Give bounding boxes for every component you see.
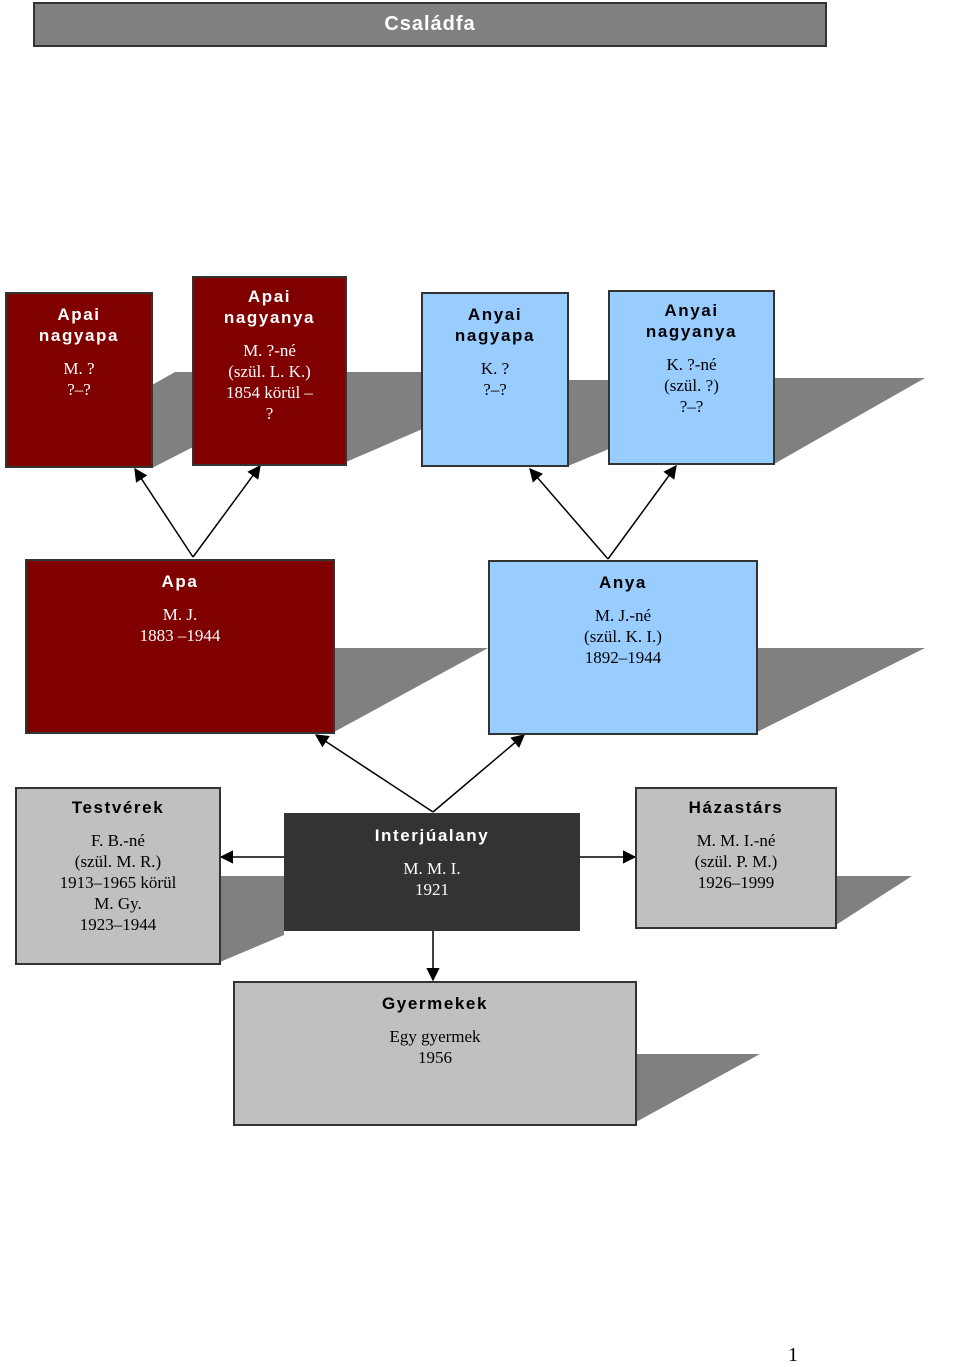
spouse-dates: 1926–1999	[697, 873, 775, 892]
father-label: Apa	[161, 572, 199, 591]
maternal-grandmother-maiden: (szül. ?)	[664, 376, 719, 395]
children-box: Gyermekek Egy gyermek 1956	[233, 981, 637, 1126]
shadow-maternal-grandmother	[774, 378, 925, 464]
maternal-grandfather-dates: ?–?	[483, 380, 507, 399]
shadow-mother	[757, 648, 925, 732]
maternal-grandmother-dates: ?–?	[679, 397, 704, 416]
father-box: Apa M. J. 1883 –1944	[25, 559, 335, 734]
father-name: M. J.	[162, 605, 198, 624]
connector-father-paternal-grandfather	[134, 467, 194, 558]
maternal-grandmother-name: K. ?-né	[666, 355, 717, 374]
father-dates: 1883 –1944	[139, 626, 221, 645]
children-info: Egy gyermek 1956	[235, 1026, 635, 1068]
children-birth-year: 1956	[418, 1048, 452, 1067]
paternal-grandmother-label-1: Apai	[247, 287, 292, 306]
interviewee-name: M. M. I.	[403, 859, 461, 878]
spouse-box: Házastárs M. M. I.-né (szül. P. M.) 1926…	[635, 787, 837, 929]
shadow-children	[636, 1054, 760, 1122]
paternal-grandfather-box: Apai nagyapa M. ? ?–?	[5, 292, 153, 468]
maternal-grandmother-label-2: nagyanya	[645, 322, 738, 341]
sibling-1-maiden: (szül. M. R.)	[74, 852, 162, 871]
paternal-grandmother-maiden: (szül. L. K.)	[228, 362, 311, 381]
shadow-siblings	[220, 876, 284, 962]
paternal-grandfather-label-2: nagyapa	[38, 326, 120, 345]
siblings-label: Testvérek	[71, 798, 165, 817]
mother-info: M. J.-né (szül. K. I.) 1892–1944	[490, 605, 756, 668]
siblings-info: F. B.-né (szül. M. R.) 1913–1965 körül M…	[17, 830, 219, 935]
paternal-grandmother-label-2: nagyanya	[223, 308, 316, 327]
sibling-1-name: F. B.-né	[91, 831, 145, 850]
sibling-2-name: M. Gy.	[94, 894, 142, 913]
maternal-grandfather-name: K. ?	[480, 359, 510, 378]
paternal-grandfather-label-1: Apai	[57, 305, 101, 324]
spouse-maiden: (szül. P. M.)	[694, 852, 778, 871]
maternal-grandmother-label-1: Anyai	[664, 301, 719, 320]
interviewee-birth-year: 1921	[415, 880, 449, 899]
spouse-info: M. M. I.-né (szül. P. M.) 1926–1999	[637, 830, 835, 893]
paternal-grandmother-box: Apai nagyanya M. ?-né (szül. L. K.) 1854…	[192, 276, 347, 466]
paternal-grandfather-name: M. ?	[63, 359, 95, 378]
connector-mother-maternal-grandfather	[529, 467, 609, 560]
sibling-2-dates: 1923–1944	[79, 915, 157, 934]
children-label: Gyermekek	[381, 994, 489, 1013]
spouse-name: M. M. I.-né	[696, 831, 776, 850]
interviewee-box: Interjúalany M. M. I. 1921	[284, 813, 580, 931]
paternal-grandmother-died: ?	[265, 404, 274, 423]
paternal-grandmother-info: M. ?-né (szül. L. K.) 1854 körül – ?	[194, 340, 345, 424]
interviewee-label: Interjúalany	[374, 826, 490, 845]
connector-interviewee-father	[314, 734, 434, 813]
mother-dates: 1892–1944	[584, 648, 662, 667]
paternal-grandfather-info: M. ? ?–?	[7, 358, 151, 400]
connector-interviewee-mother	[432, 734, 526, 813]
mother-label: Anya	[599, 573, 647, 592]
maternal-grandfather-label-1: Anyai	[467, 305, 523, 324]
paternal-grandfather-dates: ?–?	[67, 380, 91, 399]
children-count: Egy gyermek	[389, 1027, 481, 1046]
siblings-box: Testvérek F. B.-né (szül. M. R.) 1913–19…	[15, 787, 221, 965]
maternal-grandfather-box: Anyai nagyapa K. ? ?–?	[421, 292, 569, 467]
mother-box: Anya M. J.-né (szül. K. I.) 1892–1944	[488, 560, 758, 735]
paternal-grandmother-name: M. ?-né	[243, 341, 296, 360]
maternal-grandfather-label-2: nagyapa	[454, 326, 536, 345]
spouse-label: Házastárs	[688, 798, 784, 817]
paternal-grandmother-born: 1854 körül –	[226, 383, 313, 402]
mother-maiden: (szül. K. I.)	[584, 627, 662, 646]
connector-mother-maternal-grandmother	[607, 464, 677, 560]
maternal-grandfather-info: K. ? ?–?	[423, 358, 567, 400]
sibling-1-dates: 1913–1965 körül	[59, 873, 177, 892]
shadow-father	[334, 648, 488, 732]
shadow-spouse	[836, 876, 912, 925]
connector-father-paternal-grandmother	[192, 464, 261, 558]
page-number: 1	[788, 1344, 798, 1366]
maternal-grandmother-info: K. ?-né (szül. ?) ?–?	[610, 354, 773, 417]
maternal-grandmother-box: Anyai nagyanya K. ?-né (szül. ?) ?–?	[608, 290, 775, 465]
father-info: M. J. 1883 –1944	[27, 604, 333, 646]
mother-name: M. J.-né	[594, 606, 652, 625]
page-title: Családfa	[33, 2, 827, 47]
interviewee-info: M. M. I. 1921	[286, 858, 578, 900]
